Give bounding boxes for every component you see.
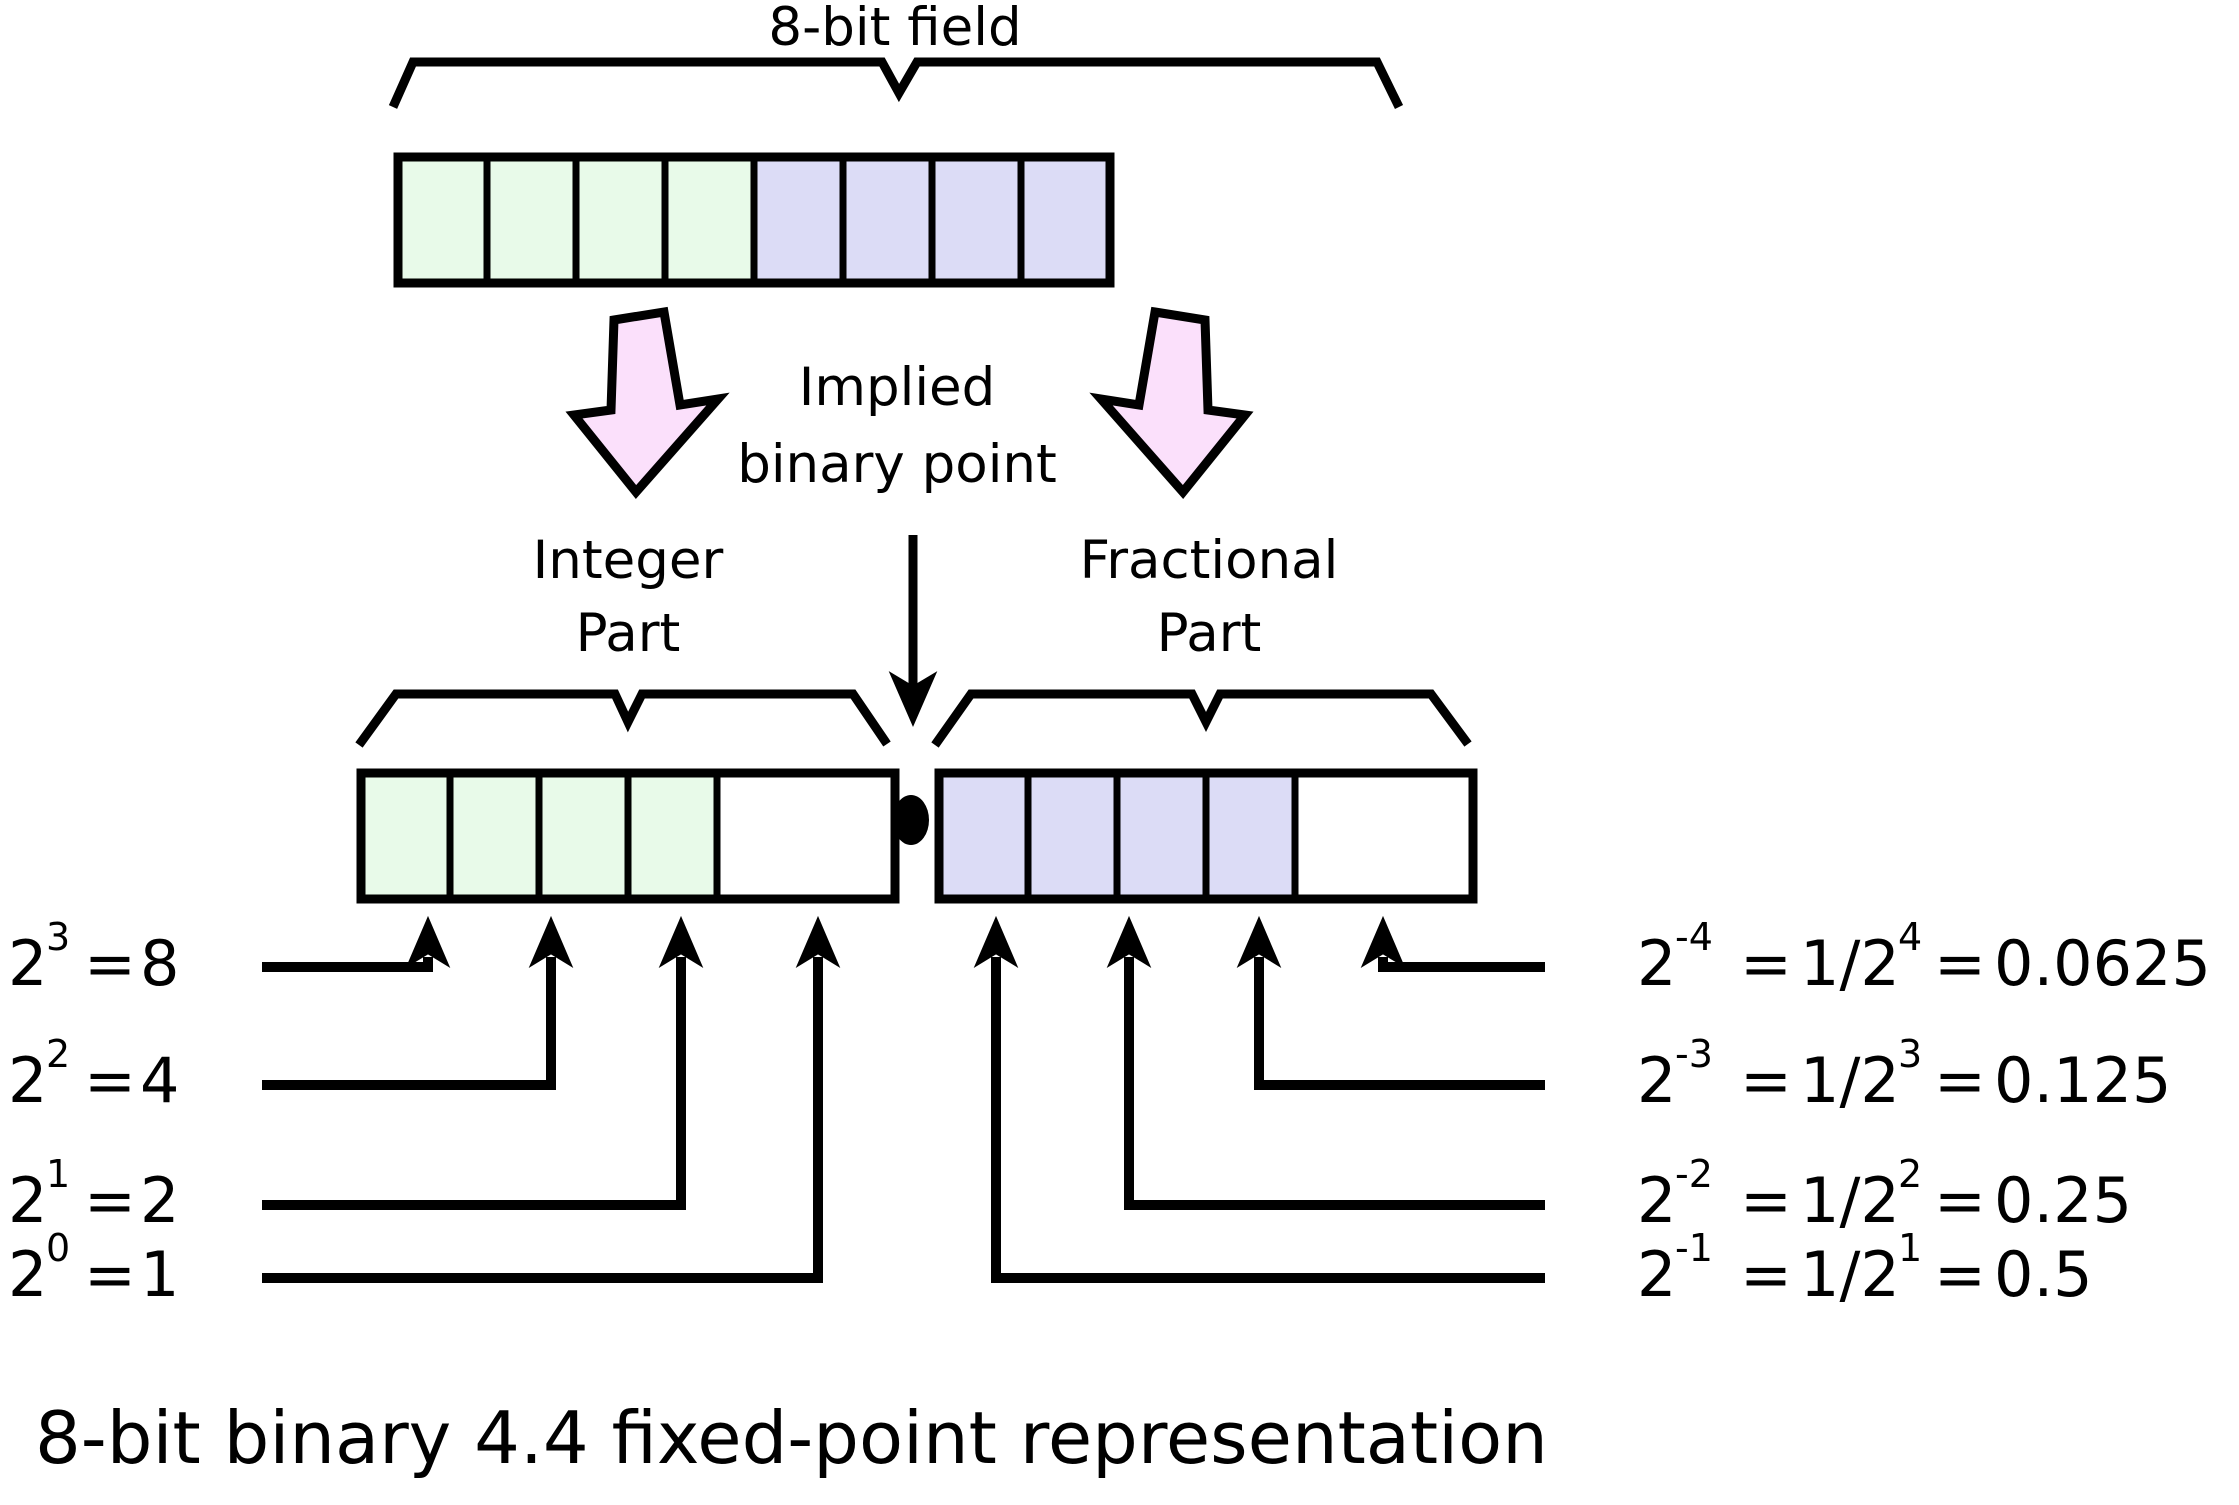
left-weight-row-2: 2 1 = 2 <box>8 1152 179 1237</box>
top-cell-3 <box>661 153 758 287</box>
right-weight-equals1-3: = <box>1740 1238 1792 1311</box>
top-field-brace <box>388 57 1404 109</box>
integer-part-label-line2: Part <box>576 603 681 664</box>
top-cell-5 <box>839 153 936 287</box>
left-weight-exp-0: 3 <box>46 915 70 959</box>
left-weight-row-1: 2 2 = 4 <box>8 1032 179 1117</box>
fractional-cell-0 <box>935 769 1032 903</box>
right-weight-fraction-2: 1/2 <box>1800 1164 1900 1237</box>
right-weight-equals2-1: = <box>1934 1044 1986 1117</box>
left-weight-equals-3: = <box>84 1238 136 1311</box>
right-weight-base-1: 2 <box>1637 1044 1676 1117</box>
left-weight-value-3: 1 <box>140 1238 179 1311</box>
top-cell-1 <box>483 153 580 287</box>
right-weight-equals1-2: = <box>1740 1164 1792 1237</box>
integer-field-frame <box>356 768 900 904</box>
left-weight-base-2: 2 <box>8 1164 47 1237</box>
fractional-part-brace <box>931 689 1472 748</box>
implied-binary-point-line2: binary point <box>737 434 1057 495</box>
top-bit-field <box>393 152 1115 288</box>
right-weight-fraction-exp-1: 3 <box>1898 1032 1922 1076</box>
right-weight-equals2-2: = <box>1934 1164 1986 1237</box>
right-weight-exp-0: -4 <box>1675 915 1713 959</box>
leader-left-2 <box>262 915 704 1210</box>
top-cell-6 <box>928 153 1025 287</box>
integer-part-brace <box>355 689 891 748</box>
integer-part-label-line1: Integer <box>533 530 724 591</box>
top-field-frame <box>393 152 1115 288</box>
fractional-part-label-line2: Part <box>1157 603 1262 664</box>
fractional-cell-2 <box>1113 769 1210 903</box>
fractional-field-frame <box>934 768 1478 904</box>
right-weight-exp-3: -1 <box>1675 1226 1713 1270</box>
right-weight-equals2-3: = <box>1934 1238 1986 1311</box>
left-weight-exp-2: 1 <box>46 1152 70 1196</box>
fractional-part-label-line1: Fractional <box>1080 530 1339 591</box>
right-weight-value-1: 0.125 <box>1994 1044 2172 1117</box>
leader-right-0 <box>1360 915 1545 972</box>
right-weight-fraction-exp-3: 1 <box>1898 1226 1922 1270</box>
right-weight-fraction-3: 1/2 <box>1800 1238 1900 1311</box>
left-weight-equals-0: = <box>84 927 136 1000</box>
left-weight-value-1: 4 <box>140 1044 179 1117</box>
right-weight-exp-2: -2 <box>1675 1152 1713 1196</box>
integer-cell-1 <box>446 769 543 903</box>
left-weight-base-3: 2 <box>8 1238 47 1311</box>
right-weight-value-2: 0.25 <box>1994 1164 2132 1237</box>
leader-right-1 <box>1236 915 1545 1090</box>
left-weight-exp-1: 2 <box>46 1032 70 1076</box>
integer-cell-0 <box>357 769 454 903</box>
fractional-cell-3 <box>1202 769 1299 903</box>
left-weight-exp-3: 0 <box>46 1226 70 1270</box>
top-cell-2 <box>572 153 669 287</box>
left-weight-value-2: 2 <box>140 1164 179 1237</box>
top-field-label: 8-bit field <box>768 0 1021 58</box>
leader-right-3 <box>973 915 1545 1283</box>
right-weight-fraction-1: 1/2 <box>1800 1044 1900 1117</box>
right-weight-row-0: 2 -4 = 1/2 4 = 0.0625 <box>1637 915 2211 1000</box>
right-weight-value-0: 0.0625 <box>1994 927 2211 1000</box>
binary-point-dot <box>893 795 929 845</box>
left-weight-value-0: 8 <box>140 927 179 1000</box>
fractional-split-arrow-icon <box>1089 306 1254 499</box>
binary-point-pointer-arrow <box>888 535 938 728</box>
right-weight-fraction-0: 1/2 <box>1800 927 1900 1000</box>
implied-binary-point-line1: Implied <box>799 357 996 418</box>
right-weight-value-3: 0.5 <box>1994 1238 2093 1311</box>
integer-cell-3 <box>624 769 721 903</box>
leader-left-0 <box>262 915 451 972</box>
right-weight-exp-1: -3 <box>1675 1032 1713 1076</box>
leader-right-2 <box>1106 915 1545 1210</box>
right-weight-row-3: 2 -1 = 1/2 1 = 0.5 <box>1637 1226 2093 1311</box>
figure-caption: 8-bit binary 4.4 fixed-point representat… <box>35 1396 1548 1480</box>
top-cell-7 <box>1017 153 1114 287</box>
right-weight-row-1: 2 -3 = 1/2 3 = 0.125 <box>1637 1032 2172 1117</box>
leader-left-3 <box>262 915 841 1283</box>
integer-cell-2 <box>535 769 632 903</box>
right-weight-equals1-0: = <box>1740 927 1792 1000</box>
right-weight-base-3: 2 <box>1637 1238 1676 1311</box>
right-weight-base-2: 2 <box>1637 1164 1676 1237</box>
fractional-cell-1 <box>1024 769 1121 903</box>
integer-bit-field <box>356 768 900 904</box>
fractional-bit-field <box>934 768 1478 904</box>
right-weight-fraction-exp-0: 4 <box>1898 915 1922 959</box>
left-weight-base-0: 2 <box>8 927 47 1000</box>
right-weight-base-0: 2 <box>1637 927 1676 1000</box>
top-cell-4 <box>750 153 847 287</box>
right-weight-row-2: 2 -2 = 1/2 2 = 0.25 <box>1637 1152 2132 1237</box>
integer-split-arrow-icon <box>565 306 730 499</box>
leader-left-1 <box>262 915 574 1090</box>
left-weight-equals-1: = <box>84 1044 136 1117</box>
top-cell-0 <box>394 153 491 287</box>
right-weight-fraction-exp-2: 2 <box>1898 1152 1922 1196</box>
left-weight-row-3: 2 0 = 1 <box>8 1226 179 1311</box>
right-weight-equals2-0: = <box>1934 927 1986 1000</box>
right-weight-equals1-1: = <box>1740 1044 1792 1117</box>
left-weight-row-0: 2 3 = 8 <box>8 915 179 1000</box>
left-weight-equals-2: = <box>84 1164 136 1237</box>
left-weight-base-1: 2 <box>8 1044 47 1117</box>
